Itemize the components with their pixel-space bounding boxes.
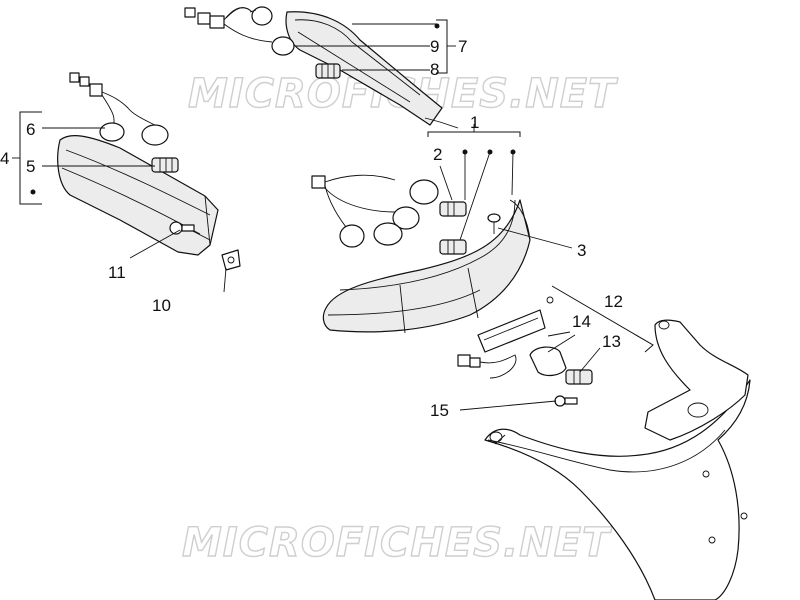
watermark-bottom: MICROFICHES.NET [182, 520, 612, 566]
bulb-upper [439, 201, 467, 217]
tail-lamp-1 [311, 174, 531, 334]
mudguard-body [484, 379, 751, 600]
lamp-assembly-4 [57, 72, 241, 271]
plate-lamp-12 [457, 296, 593, 407]
wire-harness-14 [457, 346, 567, 379]
lamp-housing-4 [57, 135, 219, 256]
callout-2: 2 [433, 145, 442, 164]
bracket-7 [295, 19, 456, 74]
plate-lamp-bracket [477, 309, 546, 353]
callout-8: 8 [430, 60, 439, 79]
callout-14: 14 [572, 312, 591, 331]
callout-4: 4 [0, 149, 9, 168]
callout-3: 3 [577, 241, 586, 260]
callout-11: 11 [108, 263, 126, 282]
bulb-8 [315, 63, 341, 79]
lamp-assembly-7 [184, 6, 459, 129]
wire-harness-6 [69, 72, 169, 146]
callout-15: 15 [430, 401, 449, 420]
tail-lamp-lens [322, 199, 531, 333]
callout-5: 5 [26, 157, 35, 176]
callout-6: 6 [26, 120, 35, 139]
wire-harness-9 [184, 6, 295, 56]
callout-12: 12 [604, 292, 623, 311]
callout-10: 10 [152, 296, 171, 315]
lamp-housing-7 [285, 11, 443, 126]
screw-3 [487, 213, 501, 234]
bracket-12 [129, 229, 654, 411]
wire-harness-2 [311, 174, 439, 248]
callout-13: 13 [602, 332, 621, 351]
bulb-5 [151, 157, 179, 173]
bracket-1 [427, 124, 573, 249]
callout-7: 7 [458, 37, 467, 56]
callout-9: 9 [430, 37, 439, 56]
bulb-13 [565, 369, 593, 385]
callout-labels: 1 2 3 4 5 6 7 8 9 10 11 12 13 14 15 [0, 37, 623, 420]
bracket-4 [12, 111, 155, 205]
callout-1: 1 [470, 113, 479, 132]
bulb-lower [439, 239, 467, 255]
clip-10 [221, 249, 241, 271]
screw-15 [554, 395, 578, 407]
rear-mudguard [484, 319, 751, 600]
